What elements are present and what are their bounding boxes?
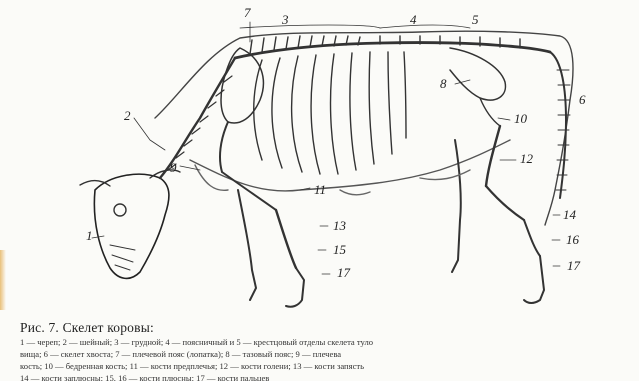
label-8: 8 [440, 76, 447, 92]
label-1: 1 [86, 228, 93, 244]
label-4: 4 [410, 12, 417, 28]
label-10: 10 [514, 111, 527, 127]
caption-line-2: вища; 6 — скелет хвоста; 7 — плечевой по… [20, 349, 632, 360]
caption-line-3: кость; 10 — бедренная кость; 11 — кости … [20, 361, 632, 372]
label-7: 7 [244, 5, 251, 21]
label-13: 13 [333, 218, 346, 234]
label-2: 2 [124, 108, 131, 124]
label-9: 9 [170, 160, 177, 176]
label-5: 5 [472, 12, 479, 28]
label-17-fore: 17 [337, 265, 350, 281]
caption-line-1: 1 — череп; 2 — шейный; 3 — грудной; 4 — … [20, 337, 632, 348]
label-15: 15 [333, 242, 346, 258]
skeleton-illustration [0, 0, 639, 318]
label-3: 3 [282, 12, 289, 28]
label-6: 6 [579, 92, 586, 108]
caption-line-4: 14 — кости заплюсны; 15, 16 — кости плюс… [20, 373, 632, 381]
figure-caption: Рис. 7. Скелет коровы: 1 — череп; 2 — ше… [20, 320, 632, 381]
label-12: 12 [520, 151, 533, 167]
label-17-hind: 17 [567, 258, 580, 274]
page-edge-shadow [0, 250, 6, 310]
caption-title: Рис. 7. Скелет коровы: [20, 320, 632, 336]
label-11: 11 [314, 182, 326, 198]
label-14: 14 [563, 207, 576, 223]
label-16: 16 [566, 232, 579, 248]
